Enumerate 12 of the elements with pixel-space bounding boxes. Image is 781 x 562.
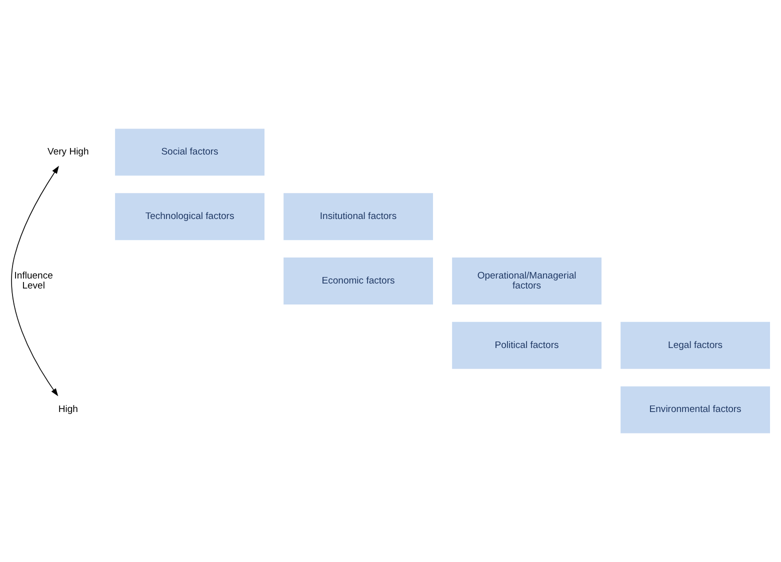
node-box: Economic factors xyxy=(284,258,433,304)
node-box: Operational/Managerial factors xyxy=(452,258,602,304)
node-box: Technological factors xyxy=(115,193,264,240)
node-text: Very High xyxy=(48,146,89,158)
node-box: Political factors xyxy=(452,322,602,369)
node-box: Legal factors xyxy=(620,322,770,369)
node-box: Social factors xyxy=(115,128,264,176)
edge-label: Influence Level xyxy=(14,270,53,292)
node-box: Insitutional factors xyxy=(284,193,433,240)
node-box: Environmental factors xyxy=(620,386,770,434)
arrow xyxy=(11,166,59,396)
node-text: High xyxy=(58,404,78,416)
